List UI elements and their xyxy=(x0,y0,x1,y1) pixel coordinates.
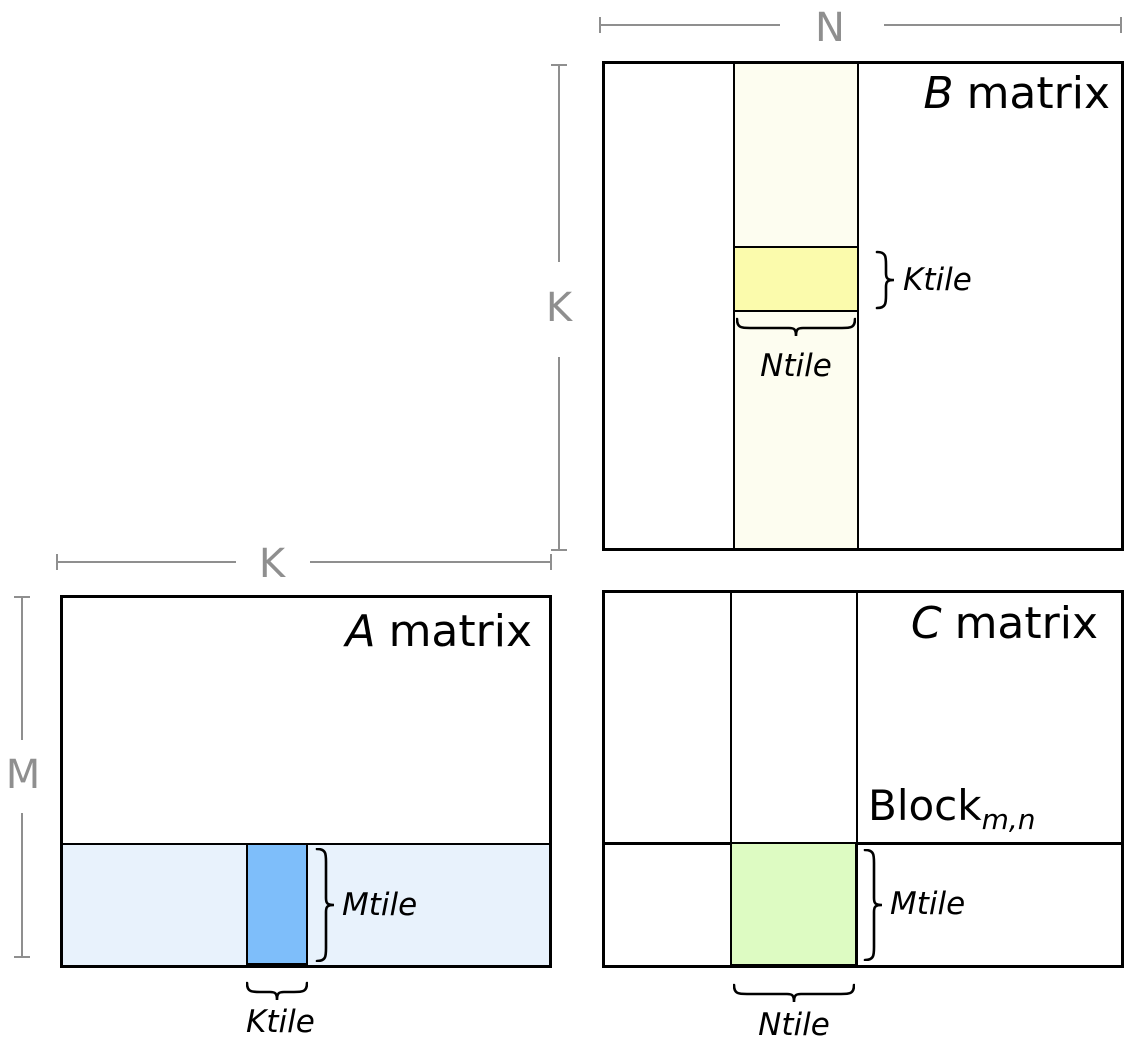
dim-n-line-left xyxy=(600,24,780,26)
c-mtile-label: Mtile xyxy=(890,886,966,922)
c-mtile-brace xyxy=(863,849,883,961)
c-matrix-column-line-right xyxy=(856,593,858,965)
dim-m-line-top xyxy=(21,598,23,740)
b-matrix-title-word: matrix xyxy=(966,68,1110,119)
a-matrix-title-word: matrix xyxy=(388,606,532,657)
dim-m-tick-bottom xyxy=(14,956,30,958)
a-matrix-mtile-ktile-tile xyxy=(246,843,308,965)
c-block-label-subscript: m,n xyxy=(981,803,1036,836)
a-ktile-brace xyxy=(246,981,308,1001)
dim-k-vert-tick-top xyxy=(551,64,567,66)
dim-k-horiz-line-right xyxy=(310,561,552,563)
dim-m-tick-top xyxy=(14,596,30,598)
c-matrix-title-letter: C xyxy=(910,598,942,649)
b-ntile-brace xyxy=(736,317,856,337)
dim-k-horiz-tick-left xyxy=(56,554,58,570)
b-ktile-brace xyxy=(875,250,895,310)
b-ntile-label: Ntile xyxy=(760,348,832,384)
dim-k-horiz-tick-right xyxy=(550,554,552,570)
c-block-label: Blockm,n xyxy=(868,781,1036,833)
b-ktile-label: Ktile xyxy=(903,262,972,298)
dim-n-label: N xyxy=(815,5,845,51)
a-mtile-label: Mtile xyxy=(342,887,418,923)
dim-n-line-right xyxy=(884,24,1122,26)
a-mtile-brace xyxy=(315,848,335,962)
a-matrix-title-letter: A xyxy=(345,606,376,657)
dim-k-horiz-line-left xyxy=(58,561,236,563)
c-matrix xyxy=(602,590,1124,968)
c-matrix-row-line xyxy=(605,842,1121,845)
c-ntile-brace xyxy=(733,983,855,1003)
c-matrix-mtile-ntile-tile xyxy=(730,842,857,966)
b-matrix xyxy=(602,61,1124,551)
a-ktile-label: Ktile xyxy=(246,1004,315,1040)
dim-k-vert-tick-bottom xyxy=(551,549,567,551)
dim-k-vert-line-top xyxy=(558,66,560,262)
c-ntile-label: Ntile xyxy=(758,1007,830,1043)
dim-m-line-bottom xyxy=(21,813,23,958)
dim-k-horiz-label: K xyxy=(258,541,286,587)
b-matrix-ktile-ntile-tile xyxy=(733,246,859,312)
b-matrix-title-letter: B xyxy=(923,68,954,119)
c-matrix-column-line-left xyxy=(730,593,732,965)
dim-k-vert-label: K xyxy=(545,285,573,331)
c-matrix-title-word: matrix xyxy=(954,598,1098,649)
dim-m-label: M xyxy=(5,752,41,798)
dim-k-vert-line-bottom xyxy=(558,357,560,550)
dim-n-tick-right xyxy=(1120,17,1122,33)
c-block-label-base: Block xyxy=(868,781,982,830)
